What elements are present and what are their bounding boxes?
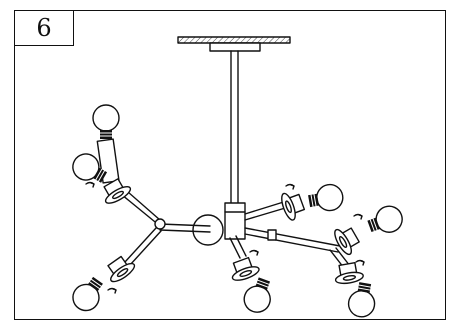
step-number: 6: [36, 14, 52, 42]
rotate-arrow-icon: [85, 181, 95, 188]
down-rod: [230, 50, 239, 205]
ceiling-plate-icon: [177, 36, 291, 52]
lamp-upper-right: [278, 181, 346, 223]
light-bulb-icon: [239, 274, 278, 317]
lamp-right-lower: [332, 259, 379, 320]
rotate-arrow-icon: [107, 287, 117, 294]
light-bulb-icon: [364, 201, 407, 240]
arm-lower-left: [124, 227, 162, 266]
light-bulb-icon: [92, 104, 120, 140]
light-bulb-icon: [306, 181, 346, 215]
light-bulb-icon: [67, 272, 110, 317]
lamp-right-upper: [331, 201, 407, 258]
rotate-arrow-icon: [249, 249, 259, 256]
rotate-arrow-icon: [285, 183, 295, 190]
center-hub: [192, 202, 246, 246]
lamp-lower-center: [227, 249, 278, 317]
rotate-arrow-icon: [355, 259, 365, 266]
lamp-upper-left: [67, 104, 134, 207]
arm-left-joint: [154, 218, 211, 233]
rotate-arrow-icon: [353, 213, 363, 220]
step-number-box: 6: [14, 10, 74, 46]
lamp-lower-left: [67, 252, 138, 317]
arm-lower-center: [229, 235, 247, 259]
light-bulb-icon: [345, 280, 379, 320]
